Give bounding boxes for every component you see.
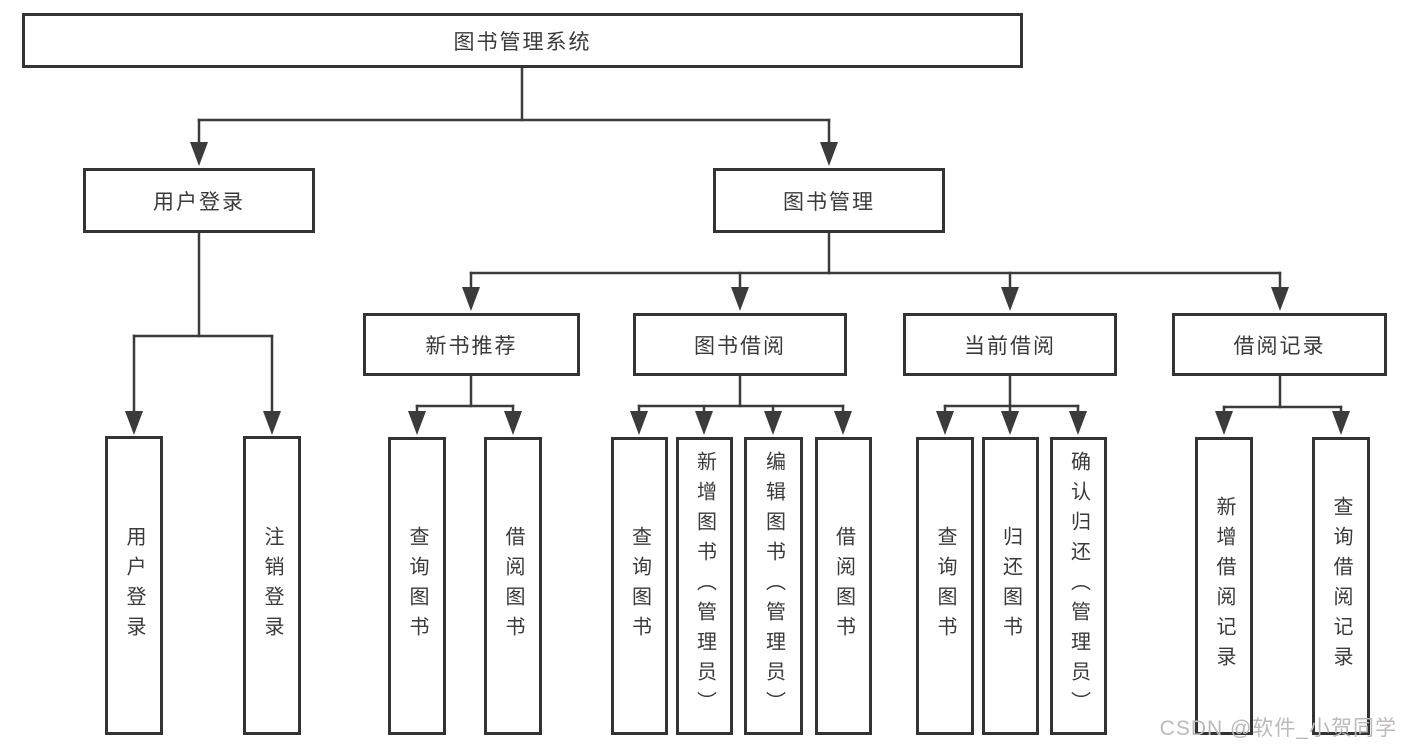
node-current-borrow: 当前借阅	[903, 313, 1117, 376]
leaf-logout: 注销登录	[243, 436, 301, 735]
leaf-label: 新增图书（管理员）	[693, 451, 716, 721]
node-book-management: 图书管理	[713, 168, 945, 233]
leaf-label: 借阅图书	[832, 526, 855, 646]
leaf-return-books: 归还图书	[982, 437, 1039, 735]
leaf-add-borrow-record: 新增借阅记录	[1195, 437, 1253, 735]
node-label: 当前借阅	[964, 334, 1056, 358]
node-user-login: 用户登录	[83, 168, 315, 233]
leaf-query-books-current: 查询图书	[916, 437, 974, 735]
leaf-label: 新增借阅记录	[1213, 496, 1235, 676]
leaf-edit-books-admin: 编辑图书（管理员）	[744, 437, 803, 735]
leaf-label: 确认归还（管理员）	[1067, 451, 1090, 721]
csdn-watermark: CSDN @软件_小贺同学	[1159, 717, 1397, 740]
leaf-label: 归还图书	[999, 526, 1022, 646]
node-book-borrow: 图书借阅	[633, 313, 847, 376]
node-label: 借阅记录	[1233, 334, 1326, 358]
leaf-label: 注销登录	[261, 525, 283, 646]
leaf-label: 用户登录	[123, 525, 145, 646]
leaf-label: 查询图书	[406, 526, 428, 646]
leaf-label: 借阅图书	[502, 526, 524, 646]
leaf-borrow-books: 借阅图书	[815, 437, 872, 735]
node-label: 图书借阅	[694, 334, 786, 358]
node-root-library-system: 图书管理系统	[22, 13, 1023, 68]
leaf-label: 查询图书	[934, 526, 956, 646]
node-label: 图书管理	[783, 190, 875, 214]
leaf-user-login: 用户登录	[105, 436, 163, 735]
leaf-label: 查询借阅记录	[1330, 496, 1352, 676]
leaf-query-books-recommend: 查询图书	[388, 437, 446, 735]
leaf-label: 编辑图书（管理员）	[762, 451, 785, 721]
node-borrow-records: 借阅记录	[1172, 313, 1387, 376]
leaf-borrow-books-recommend: 借阅图书	[484, 437, 542, 735]
leaf-label: 查询图书	[628, 526, 651, 646]
leaf-query-books-borrow: 查询图书	[611, 437, 668, 735]
node-label: 用户登录	[153, 190, 245, 214]
node-label: 图书管理系统	[453, 30, 592, 54]
leaf-query-borrow-record: 查询借阅记录	[1312, 437, 1370, 735]
leaf-confirm-return-admin: 确认归还（管理员）	[1050, 437, 1107, 735]
leaf-add-books-admin: 新增图书（管理员）	[676, 437, 733, 735]
node-label: 新书推荐	[425, 334, 518, 358]
node-new-book-recommend: 新书推荐	[363, 313, 580, 376]
